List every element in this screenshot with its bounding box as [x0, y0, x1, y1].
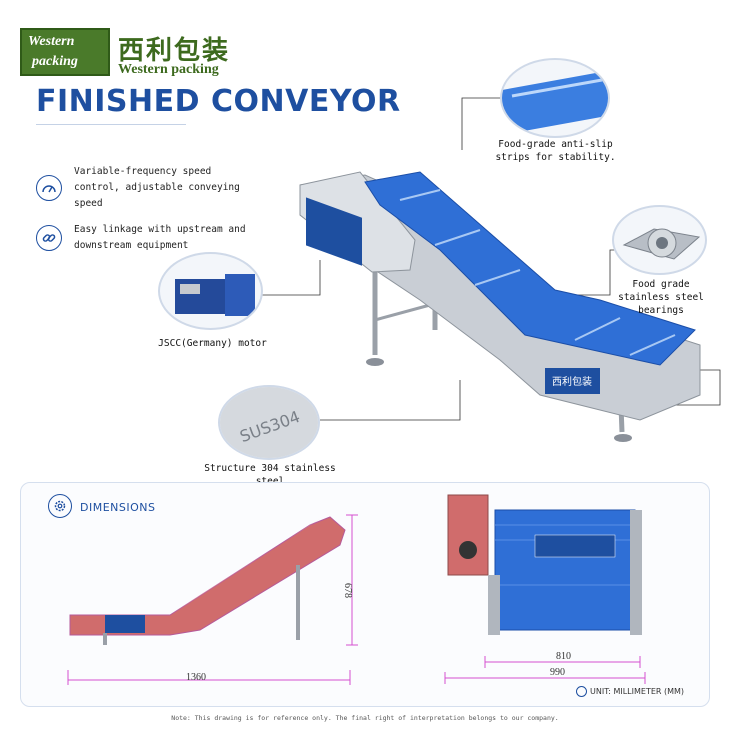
callout-strips: Food-grade anti-slip strips for stabilit… — [495, 139, 616, 163]
title-divider — [36, 124, 186, 125]
side-rail-left — [488, 575, 500, 635]
feature-text: Easy linkage with upstream and downstrea… — [74, 224, 246, 251]
side-elevation-drawing — [67, 514, 358, 685]
leg-foot — [366, 358, 384, 366]
machine-label-cn: 西利包装 — [552, 375, 592, 388]
ruler-icon — [576, 686, 587, 697]
footer-note: Note: This drawing is for reference only… — [171, 714, 559, 722]
motor-box — [447, 494, 489, 576]
motor-fan-icon — [459, 541, 477, 559]
link-icon — [36, 225, 62, 251]
leader-line-steel — [320, 380, 461, 421]
brand-name-en: Western packing — [118, 62, 219, 77]
logo-line1: Western — [28, 34, 75, 49]
bearing-closeup — [612, 205, 707, 275]
conveyor-illustration: 西利包装 — [255, 97, 721, 442]
feature-speed: Variable-frequency speed control, adjust… — [36, 164, 254, 212]
logo-line2: packing — [32, 54, 78, 69]
machine-label-top — [306, 197, 362, 266]
feature-linkage: Easy linkage with upstream and downstrea… — [36, 222, 254, 254]
dim-height-value: 678 — [342, 583, 353, 598]
dimensions-title: DIMENSIONS — [80, 501, 156, 514]
belt-cleats — [399, 189, 676, 356]
anti-slip-strips-closeup — [500, 58, 610, 138]
brand-logo: Western packing — [20, 28, 110, 76]
brand-name-cn: 西利包装 — [118, 36, 231, 66]
unit-label: UNIT: MILLIMETER (MM) — [590, 687, 685, 696]
feature-text: Variable-frequency speed control, adjust… — [74, 166, 240, 209]
gear-icon — [48, 494, 72, 518]
front-view-drawing — [444, 494, 646, 684]
side-label-plate — [105, 615, 145, 633]
motor-closeup — [158, 252, 263, 330]
callout-bearings: Food grade stainless steel bearings — [618, 279, 704, 316]
conveyor-belt — [364, 171, 696, 366]
front-label-plate — [534, 534, 616, 558]
machine-label-side — [545, 368, 600, 394]
side-rail-right — [630, 510, 642, 635]
steel-closeup: SUS304 — [218, 385, 320, 460]
belt-front — [494, 509, 636, 631]
dim-outer-width-value: 990 — [550, 667, 565, 678]
speedometer-icon — [36, 175, 62, 201]
dim-length-value: 1360 — [186, 672, 206, 683]
callout-motor: JSCC(Germany) motor — [158, 338, 267, 349]
page-title: FINISHED CONVEYOR — [36, 84, 401, 119]
leader-line-motor — [255, 260, 321, 296]
leg-foot — [614, 434, 632, 442]
callout-steel: Structure 304 stainless steel — [204, 463, 336, 487]
dim-inner-width-value: 810 — [556, 651, 571, 662]
leader-line-strips — [461, 97, 505, 150]
